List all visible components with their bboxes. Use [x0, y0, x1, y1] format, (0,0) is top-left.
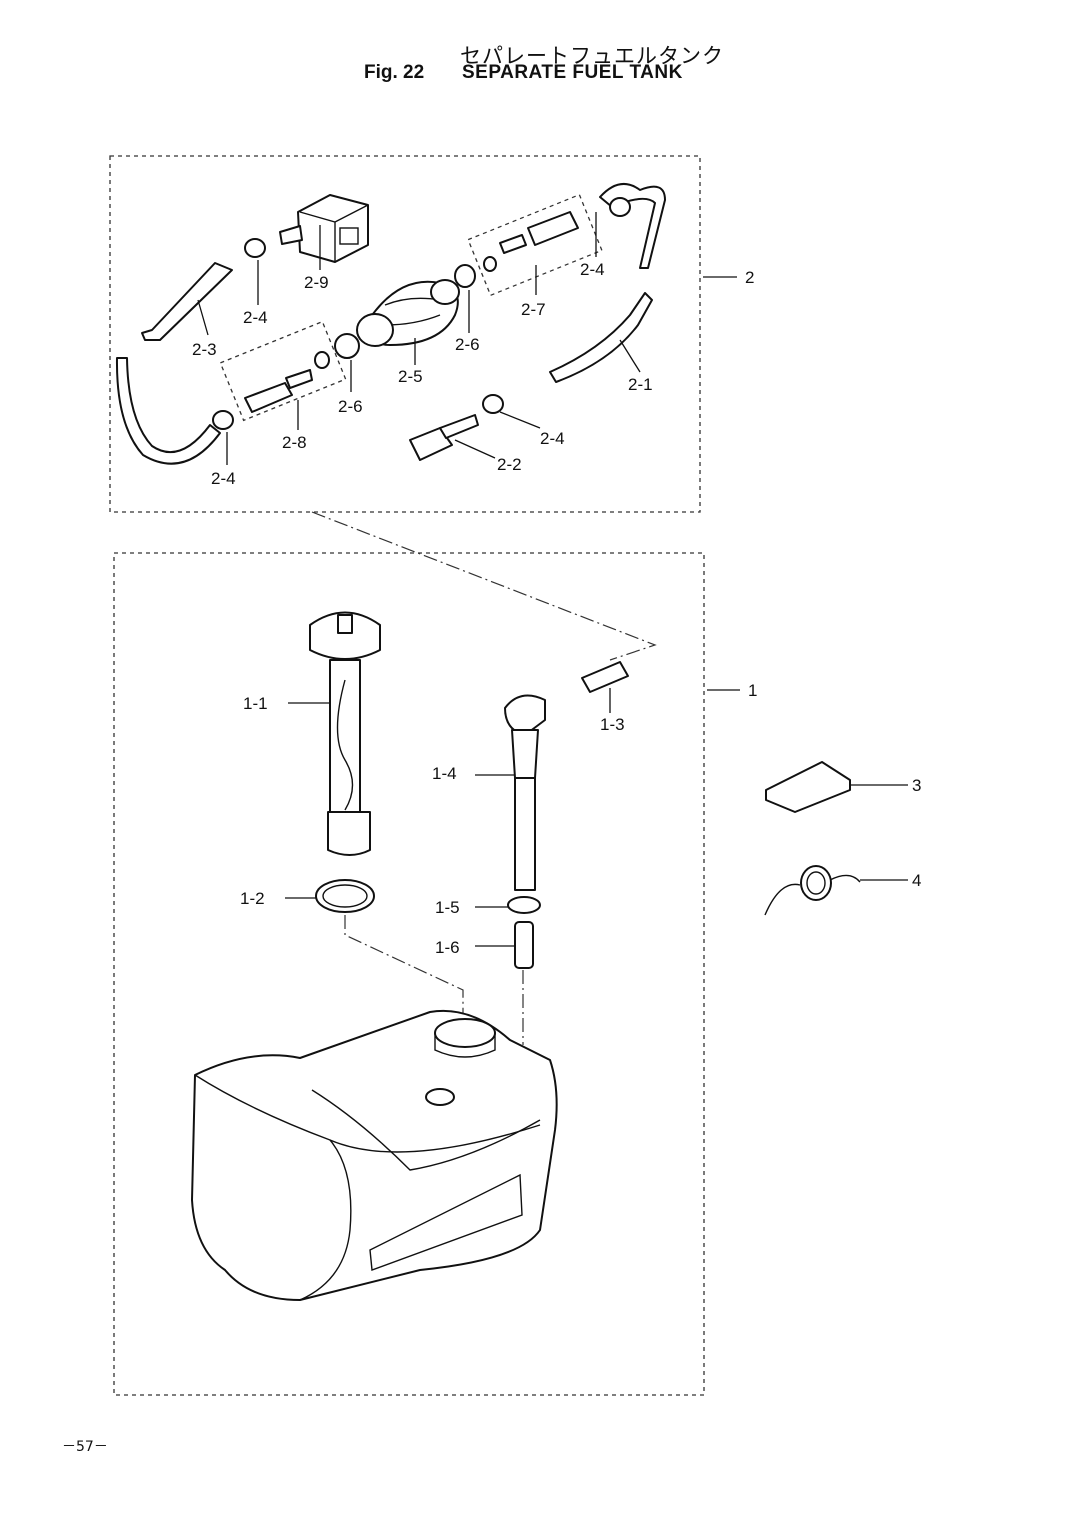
figure-number: Fig. 22	[364, 62, 425, 83]
label-part-1-2: 1-2	[240, 889, 265, 908]
label-part-2-4-b: 2-4	[580, 260, 605, 279]
page-number: －57－	[62, 1439, 108, 1455]
title-japanese: セパレートフュエルタンク	[460, 44, 724, 68]
label-part-1-3: 1-3	[600, 715, 625, 734]
leader-2-4-d	[499, 411, 541, 429]
filter-1-6	[514, 921, 534, 969]
ring-1-5	[507, 896, 541, 914]
fitting-1-3	[581, 661, 629, 693]
clamp-2-4-a	[244, 238, 266, 258]
spring-clip-4	[764, 865, 861, 916]
ring-2-6-right	[454, 264, 476, 288]
clamp-2-4-b	[609, 197, 631, 217]
decal-3	[765, 761, 851, 813]
clamp-2-4-c	[212, 410, 234, 430]
label-part-2-7: 2-7	[521, 300, 546, 319]
fuel-gauge-1-1	[309, 611, 381, 856]
label-part-1-6: 1-6	[435, 938, 460, 957]
leader-2-2	[454, 439, 496, 459]
ring-2-6-left	[334, 333, 360, 359]
o-ring-1-2-inner	[322, 884, 368, 908]
label-part-1: 1	[748, 681, 757, 700]
leader-2-3	[197, 299, 209, 336]
label-part-3: 3	[912, 776, 921, 795]
primer-bulb-2-5	[356, 279, 460, 347]
label-part-2: 2	[745, 268, 754, 287]
fuel-tank	[191, 1009, 558, 1301]
label-part-1-4: 1-4	[432, 764, 457, 783]
label-part-2-1: 2-1	[628, 375, 653, 394]
label-part-4: 4	[912, 871, 921, 890]
label-part-2-5: 2-5	[398, 367, 423, 386]
label-part-1-1: 1-1	[243, 694, 268, 713]
label-part-2-9: 2-9	[304, 273, 329, 292]
hose-2-3	[115, 262, 233, 465]
clamp-2-4-d	[482, 394, 504, 414]
label-part-1-5: 1-5	[435, 898, 460, 917]
group-box-1	[113, 552, 705, 1396]
connector-2-8	[219, 320, 347, 422]
figure-title: SEPARATE FUEL TANK	[462, 62, 683, 83]
pickup-tube-1-4	[504, 694, 546, 891]
label-part-2-3: 2-3	[192, 340, 217, 359]
group-box-2	[109, 155, 701, 513]
label-part-2-2: 2-2	[497, 455, 522, 474]
label-part-2-4-d: 2-4	[540, 429, 565, 448]
filter-2-9	[279, 194, 369, 263]
label-part-2-4-c: 2-4	[211, 469, 236, 488]
label-part-2-8: 2-8	[282, 433, 307, 452]
leader-2-1	[619, 339, 641, 373]
connection-line-2-to-1	[311, 511, 657, 661]
label-part-2-6-left: 2-6	[338, 397, 363, 416]
connector-2-2	[409, 414, 479, 461]
label-part-2-4-a: 2-4	[243, 308, 268, 327]
guide-line-1-2	[344, 915, 464, 1015]
connector-2-7	[467, 193, 603, 297]
label-part-2-6-right: 2-6	[455, 335, 480, 354]
